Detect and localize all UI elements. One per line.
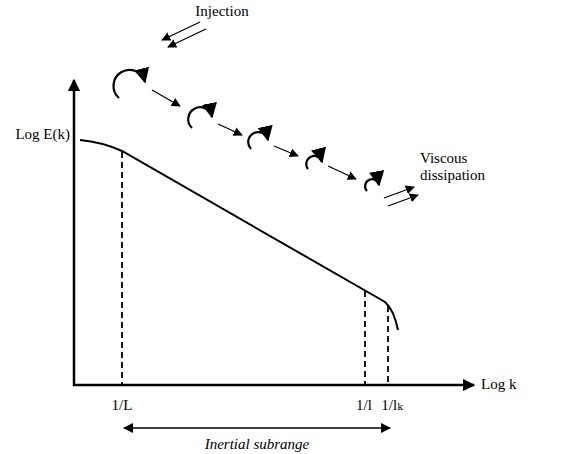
text-label: Log k [481, 376, 516, 393]
x-axis [73, 384, 474, 387]
flow-arrow [384, 187, 414, 198]
range-arrow [124, 427, 390, 429]
flow-arrow [162, 22, 200, 40]
guide-line [121, 152, 123, 385]
guide-line [387, 306, 389, 385]
eddy-symbol [365, 179, 379, 191]
guide-line [364, 291, 366, 385]
axes [73, 80, 474, 386]
flow-arrow [388, 195, 418, 206]
cascade-arrows [152, 90, 356, 179]
eddy-symbol [188, 107, 212, 128]
flow-arrow [168, 29, 206, 47]
text-label: Injection [195, 3, 248, 20]
text-label: 1/L [112, 397, 133, 414]
text-label: 1/lₖ [381, 397, 402, 414]
dissipation-arrows [384, 187, 418, 206]
injection-arrows [162, 22, 206, 47]
dashed-guides [122, 152, 388, 385]
flow-arrow [328, 166, 356, 179]
flow-arrow [218, 124, 242, 135]
text-label: Log E(k) [15, 126, 70, 143]
spectrum-curve [80, 140, 398, 330]
eddy-symbol [306, 156, 322, 169]
eddy-symbol [113, 70, 145, 98]
eddies [113, 70, 379, 191]
flow-arrow [274, 146, 298, 156]
eddy-symbol [248, 132, 268, 149]
text-label: Viscous dissipation [420, 150, 506, 185]
flow-arrow [152, 90, 180, 106]
text-label: 1/l [356, 397, 372, 414]
y-axis [73, 80, 76, 386]
text-label: Inertial subrange [205, 436, 310, 453]
